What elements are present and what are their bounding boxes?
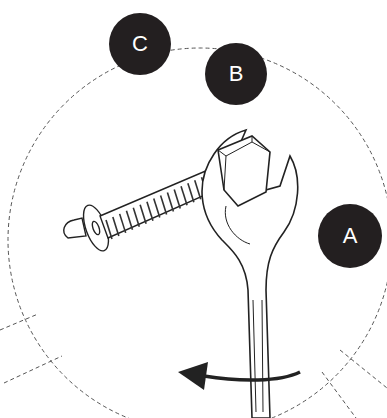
hex-head xyxy=(218,136,270,206)
callout-letter: B xyxy=(229,63,244,85)
callout-circle: C xyxy=(109,13,171,75)
callout-circle: A xyxy=(318,204,382,268)
thread-line xyxy=(181,186,187,205)
thread-line xyxy=(140,205,146,224)
thread-line xyxy=(174,189,180,208)
thread-line xyxy=(120,214,126,233)
detail-circle xyxy=(0,48,387,418)
callout-letter: C xyxy=(132,33,148,55)
callout-circle: B xyxy=(205,43,267,105)
thread-line xyxy=(106,220,112,239)
thread-line xyxy=(113,217,119,236)
thread-line xyxy=(167,192,173,211)
thread-line xyxy=(133,208,139,227)
thread-line xyxy=(161,196,167,215)
wrench xyxy=(202,130,298,418)
thread-line xyxy=(188,183,194,202)
thread-line xyxy=(147,202,153,221)
thread-line xyxy=(154,199,160,218)
rotation-arrow xyxy=(178,362,300,390)
thread-line xyxy=(126,211,132,230)
thread-line xyxy=(195,180,201,199)
callout-letter: A xyxy=(343,225,358,247)
